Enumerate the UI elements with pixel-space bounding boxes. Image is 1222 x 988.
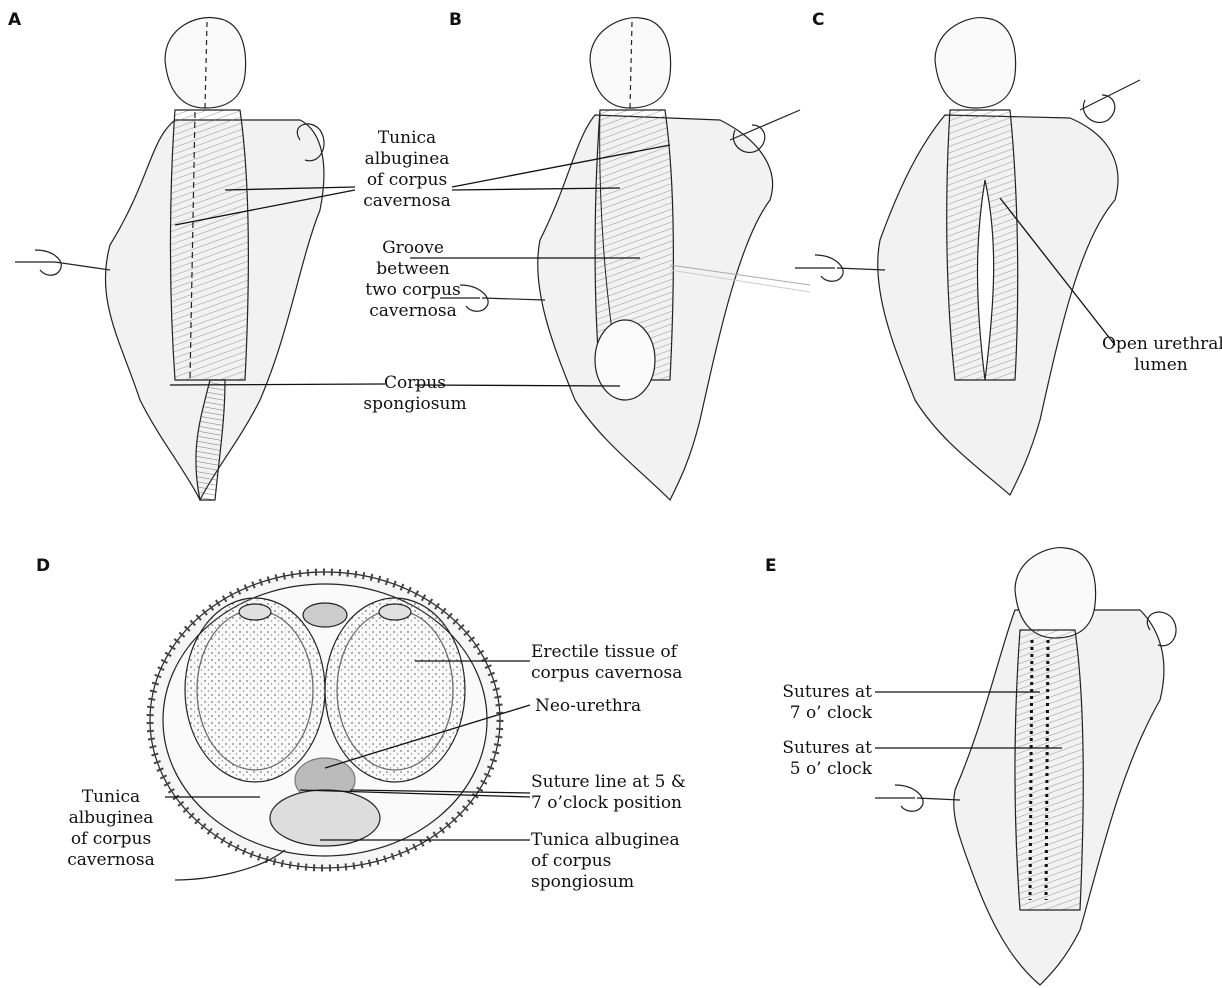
panel-letter-d: D (36, 556, 50, 576)
panel-b-drawing (440, 18, 810, 500)
panel-c-drawing (795, 18, 1140, 495)
panel-letter-e: E (765, 556, 777, 576)
panel-letter-c: C (812, 10, 824, 30)
panel-e-drawing (875, 548, 1176, 985)
label-tunica-albuginea-cavernosa-d: Tunica albuginea of corpus cavernosa (56, 787, 166, 871)
label-sutures-5-oclock: Sutures at 5 o’ clock (760, 738, 872, 780)
label-groove-between-corpora: Groove between two corpus cavernosa (358, 238, 468, 322)
panel-d-drawing (150, 572, 500, 880)
label-tunica-albuginea-cavernosa: Tunica albuginea of corpus cavernosa (352, 128, 462, 212)
label-sutures-7-oclock: Sutures at 7 o’ clock (760, 682, 872, 724)
label-neo-urethra: Neo-urethra (535, 696, 641, 717)
panel-letter-a: A (8, 10, 21, 30)
panel-letter-b: B (449, 10, 462, 30)
label-tunica-albuginea-spongiosum: Tunica albuginea of corpus spongiosum (531, 830, 680, 893)
label-corpus-spongiosum: Corpus spongiosum (360, 373, 470, 415)
label-suture-line: Suture line at 5 & 7 o’clock position (531, 772, 686, 814)
label-open-urethral-lumen: Open urethral lumen (1102, 334, 1220, 376)
panel-a-drawing (15, 17, 324, 500)
label-erectile-tissue: Erectile tissue of corpus cavernosa (531, 642, 682, 684)
